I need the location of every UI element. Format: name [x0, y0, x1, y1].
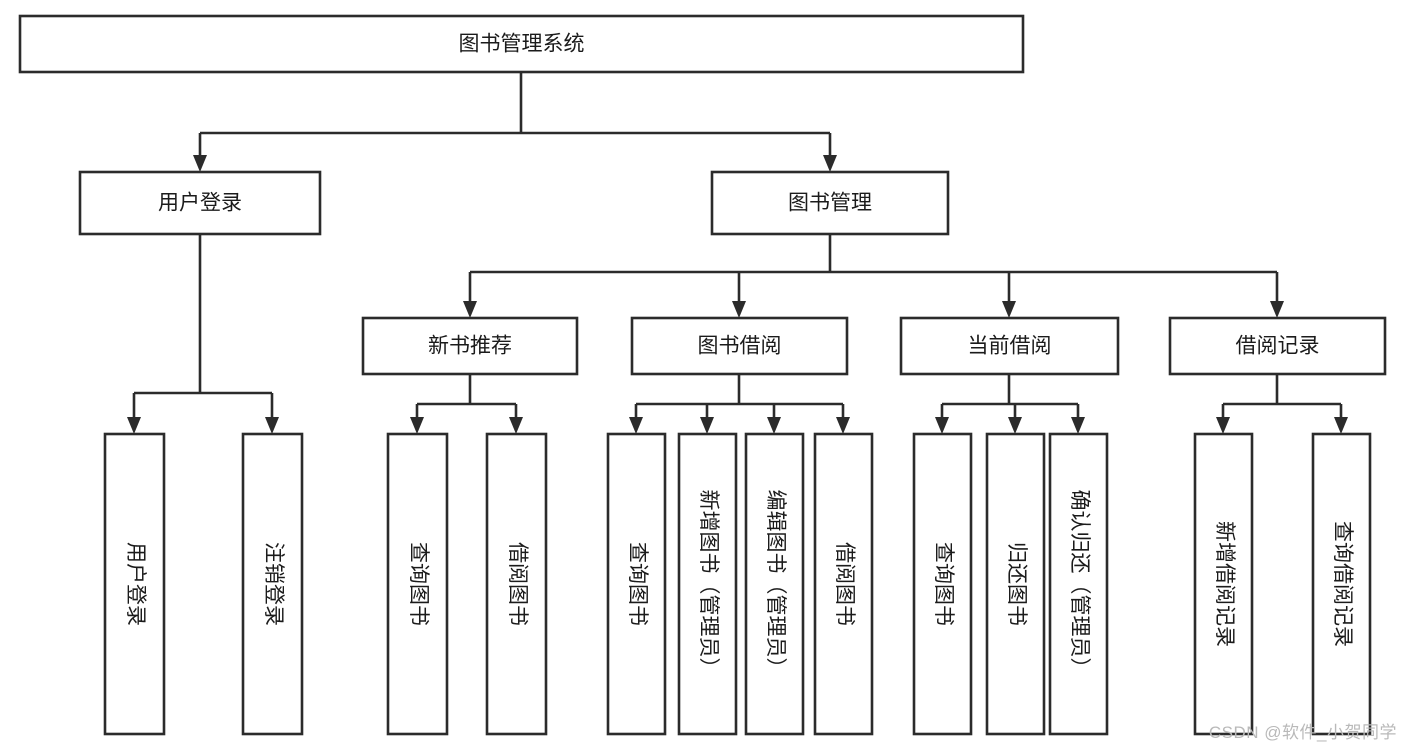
node-label-新增借阅记录: 新增借阅记录 [1213, 521, 1236, 647]
node-图书管理系统[interactable]: 图书管理系统 [18, 14, 1025, 74]
node-查询图书[interactable]: 查询图书 [912, 432, 973, 736]
node-label-用户登录: 用户登录 [124, 542, 147, 626]
node-box-查询图书 [606, 432, 667, 736]
arrow-head-icon [629, 417, 643, 434]
connector-from-新书推荐 [410, 374, 523, 434]
connector-from-借阅记录 [1216, 374, 1348, 434]
node-box-查询借阅记录 [1311, 432, 1372, 736]
node-box-借阅图书 [485, 432, 548, 736]
node-label-用户登录: 用户登录 [158, 192, 242, 215]
node-查询图书[interactable]: 查询图书 [386, 432, 449, 736]
node-box-新增图书管理员 [677, 432, 738, 736]
node-用户登录[interactable]: 用户登录 [78, 170, 322, 236]
node-label-确认归还管理员: 确认归还（管理员） [1068, 490, 1091, 679]
node-label-图书借阅: 图书借阅 [698, 335, 782, 358]
node-label-查询图书: 查询图书 [407, 542, 430, 626]
node-label-查询借阅记录: 查询借阅记录 [1331, 521, 1354, 647]
arrow-head-icon [836, 417, 850, 434]
node-图书借阅[interactable]: 图书借阅 [630, 316, 849, 376]
node-box-新增借阅记录 [1193, 432, 1254, 736]
arrow-head-icon [1216, 417, 1230, 434]
node-box-查询图书 [912, 432, 973, 736]
node-label-查询图书: 查询图书 [626, 542, 649, 626]
node-box-编辑图书管理员 [744, 432, 805, 736]
connector-from-图书借阅 [629, 374, 850, 434]
node-box-新书推荐 [361, 316, 579, 376]
node-label-借阅记录: 借阅记录 [1236, 335, 1320, 358]
node-box-图书管理系统 [18, 14, 1025, 74]
node-label-借阅图书: 借阅图书 [833, 542, 856, 626]
connector-layer [127, 72, 1348, 434]
node-图书管理[interactable]: 图书管理 [710, 170, 950, 236]
node-box-用户登录 [103, 432, 166, 736]
node-借阅图书[interactable]: 借阅图书 [485, 432, 548, 736]
node-label-借阅图书: 借阅图书 [506, 542, 529, 626]
node-label-图书管理: 图书管理 [788, 192, 872, 215]
arrow-head-icon [1334, 417, 1348, 434]
connector-from-用户登录 [127, 234, 279, 434]
arrow-head-icon [1008, 417, 1022, 434]
node-box-归还图书 [985, 432, 1046, 736]
node-新增图书管理员[interactable]: 新增图书（管理员） [677, 432, 738, 736]
node-注销登录[interactable]: 注销登录 [241, 432, 304, 736]
node-label-新书推荐: 新书推荐 [428, 335, 512, 358]
arrow-head-icon [935, 417, 949, 434]
arrow-head-icon [1002, 301, 1016, 318]
arrow-head-icon [127, 417, 141, 434]
node-编辑图书管理员[interactable]: 编辑图书（管理员） [744, 432, 805, 736]
connector-from-图书管理 [463, 234, 1284, 318]
arrow-head-icon [193, 155, 207, 172]
node-借阅图书[interactable]: 借阅图书 [813, 432, 874, 736]
arrow-head-icon [1270, 301, 1284, 318]
node-新增借阅记录[interactable]: 新增借阅记录 [1193, 432, 1254, 736]
node-用户登录[interactable]: 用户登录 [103, 432, 166, 736]
node-label-当前借阅: 当前借阅 [968, 335, 1052, 358]
node-box-图书借阅 [630, 316, 849, 376]
arrow-head-icon [509, 417, 523, 434]
connector-from-当前借阅 [935, 374, 1085, 434]
node-box-借阅图书 [813, 432, 874, 736]
connector-from-图书管理系统 [193, 72, 837, 172]
arrow-head-icon [700, 417, 714, 434]
node-layer: 图书管理系统用户登录图书管理新书推荐图书借阅当前借阅借阅记录用户登录注销登录查询… [18, 14, 1387, 736]
arrow-head-icon [1071, 417, 1085, 434]
node-查询借阅记录[interactable]: 查询借阅记录 [1311, 432, 1372, 736]
node-box-图书管理 [710, 170, 950, 236]
node-box-借阅记录 [1168, 316, 1387, 376]
node-label-编辑图书管理员: 编辑图书（管理员） [764, 490, 787, 679]
node-新书推荐[interactable]: 新书推荐 [361, 316, 579, 376]
arrow-head-icon [410, 417, 424, 434]
node-查询图书[interactable]: 查询图书 [606, 432, 667, 736]
node-box-用户登录 [78, 170, 322, 236]
node-借阅记录[interactable]: 借阅记录 [1168, 316, 1387, 376]
node-label-图书管理系统: 图书管理系统 [459, 33, 585, 56]
arrow-head-icon [823, 155, 837, 172]
node-确认归还管理员[interactable]: 确认归还（管理员） [1048, 432, 1109, 736]
arrow-head-icon [732, 301, 746, 318]
node-box-当前借阅 [899, 316, 1120, 376]
node-box-确认归还管理员 [1048, 432, 1109, 736]
node-label-新增图书管理员: 新增图书（管理员） [697, 490, 720, 679]
node-当前借阅[interactable]: 当前借阅 [899, 316, 1120, 376]
node-label-归还图书: 归还图书 [1005, 542, 1028, 626]
node-归还图书[interactable]: 归还图书 [985, 432, 1046, 736]
arrow-head-icon [767, 417, 781, 434]
node-label-注销登录: 注销登录 [262, 542, 285, 626]
node-box-查询图书 [386, 432, 449, 736]
arrow-head-icon [265, 417, 279, 434]
node-box-注销登录 [241, 432, 304, 736]
node-label-查询图书: 查询图书 [932, 542, 955, 626]
arrow-head-icon [463, 301, 477, 318]
